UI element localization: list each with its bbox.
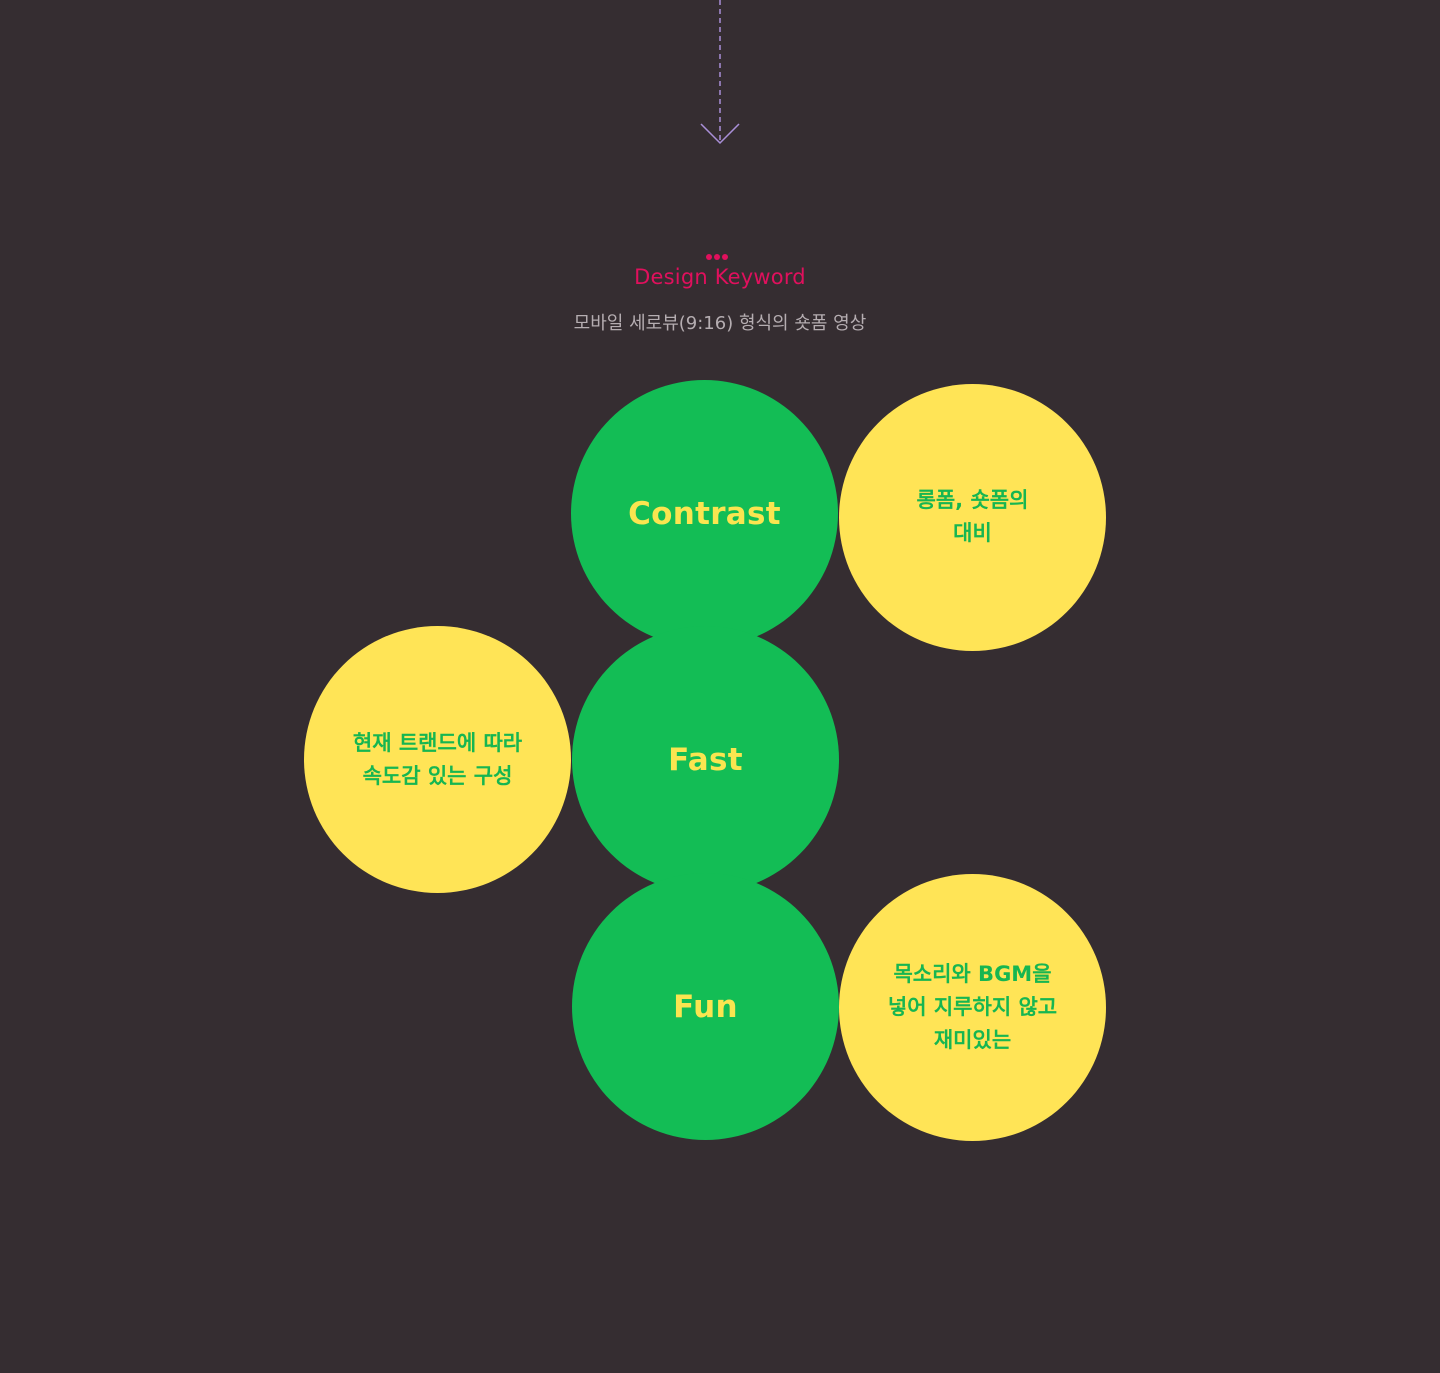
- keyword-description-text: 롱폼, 숏폼의 대비: [916, 488, 1029, 545]
- keyword-circle-contrast: Contrast: [571, 380, 838, 647]
- keyword-circle-fast: Fast: [572, 626, 839, 893]
- keyword-description-fast: 현재 트랜드에 따라 속도감 있는 구성: [304, 626, 571, 893]
- scroll-down-arrow-icon: [700, 0, 740, 150]
- keyword-description-text: 목소리와 BGM을 넣어 지루하지 않고 재미있는: [887, 962, 1058, 1052]
- keyword-label: Fun: [673, 988, 738, 1025]
- keyword-description-fun: 목소리와 BGM을 넣어 지루하지 않고 재미있는: [839, 874, 1106, 1141]
- keyword-description-contrast: 롱폼, 숏폼의 대비: [839, 384, 1106, 651]
- keyword-description-text: 현재 트랜드에 따라 속도감 있는 구성: [352, 730, 523, 788]
- section-subtitle: 모바일 세로뷰(9:16) 형식의 숏폼 영상: [573, 313, 867, 334]
- keyword-label: Fast: [668, 741, 743, 778]
- keyword-label: Contrast: [628, 495, 781, 532]
- dots-icon: [706, 254, 730, 262]
- section-title: Design Keyword: [634, 265, 806, 289]
- keyword-circle-fun: Fun: [572, 873, 839, 1140]
